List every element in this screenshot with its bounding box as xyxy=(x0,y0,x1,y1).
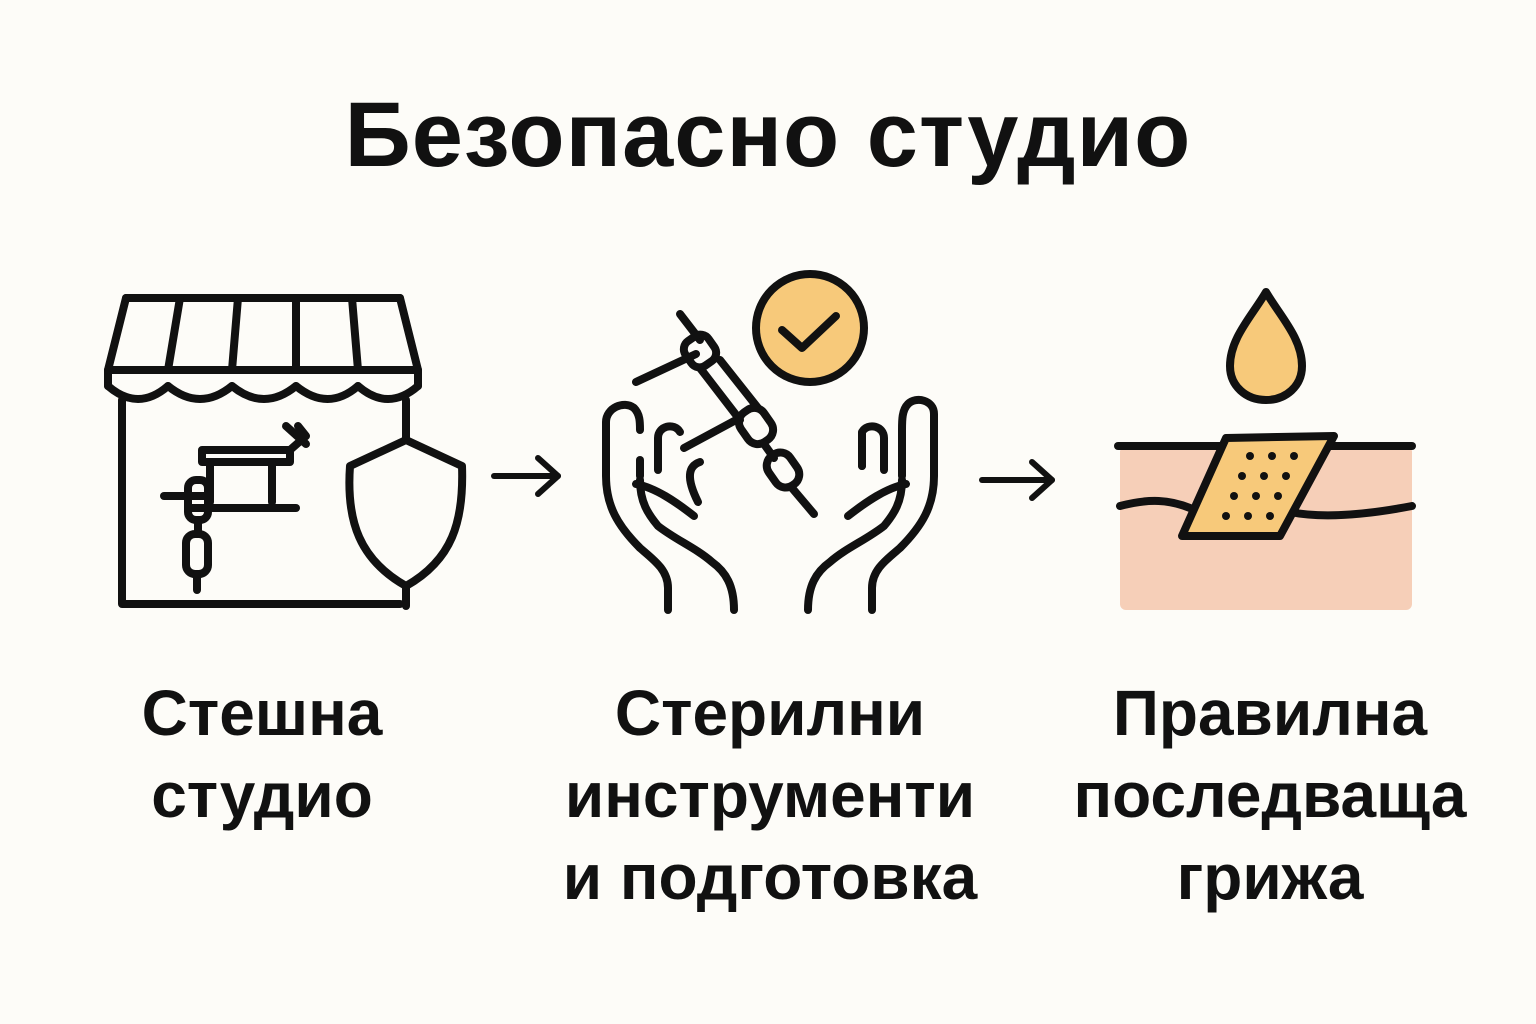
hands-sterile-needle-check-icon xyxy=(596,270,946,620)
check-circle-icon xyxy=(752,270,868,386)
step-label-line: последваща xyxy=(1073,759,1467,831)
page-title: Безопасно студио xyxy=(344,84,1192,186)
step-label-line: студио xyxy=(151,759,373,831)
arrow-right-icon xyxy=(976,456,1062,509)
step-label-line: грижа xyxy=(1176,841,1364,913)
step-label-sterile-tools: Стерилни инструменти и подготовка xyxy=(520,672,1020,918)
step-label-aftercare: Правилна последваща грижа xyxy=(1040,672,1500,918)
skin-bandage-drop-icon xyxy=(1110,286,1420,616)
storefront-shield-tattoo-machine-icon xyxy=(100,290,480,620)
step-label-line: Стешна xyxy=(141,677,383,749)
step-label-line: инструменти xyxy=(564,759,976,831)
step-label-line: и подготовка xyxy=(562,841,978,913)
oil-drop-icon xyxy=(1226,288,1306,404)
step-label-studio: Стешна студио xyxy=(62,672,462,836)
step-label-line: Правилна xyxy=(1112,677,1428,749)
arrow-right-icon xyxy=(488,452,568,505)
step-label-line: Стерилни xyxy=(614,677,926,749)
